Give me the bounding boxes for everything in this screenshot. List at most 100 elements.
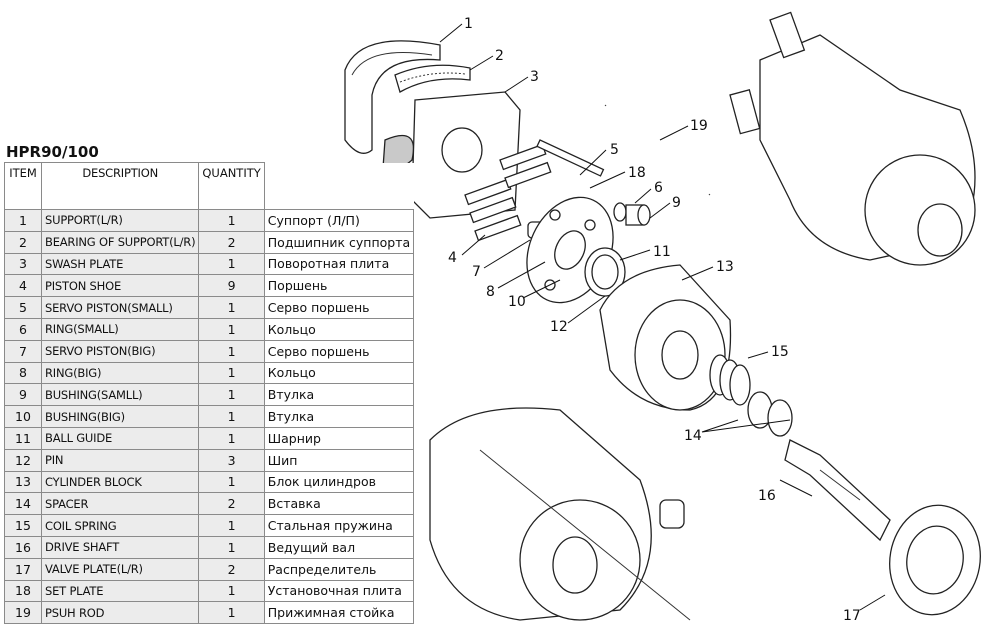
cell-description: BUSHING(SAMLL) — [40, 383, 200, 407]
cell-quantity: 1 — [198, 361, 265, 385]
callout-16: 16 — [758, 488, 776, 504]
callouts: 1 2 3 4 5 6 7 8 9 10 11 12 13 14 15 16 1… — [448, 16, 861, 624]
callout-19: 19 — [690, 118, 708, 134]
callout-2: 2 — [495, 48, 504, 64]
callout-3: 3 — [530, 69, 539, 85]
cell-description: BEARING OF SUPPORT(L/R) — [40, 230, 200, 254]
cell-russian-name: Стальная пружина — [263, 514, 415, 537]
callout-7: 7 — [472, 264, 481, 280]
cell-description: SPACER — [40, 492, 200, 516]
cell-item: 14 — [4, 492, 42, 516]
callout-10: 10 — [508, 294, 526, 310]
cell-quantity: 1 — [198, 514, 265, 537]
piston-shoes-part — [464, 143, 552, 242]
assembled-pump-bottom — [429, 407, 691, 621]
callout-11: 11 — [653, 244, 671, 260]
cell-item: 8 — [4, 361, 42, 385]
cell-description: SWASH PLATE — [40, 252, 200, 276]
cell-item: 9 — [4, 383, 42, 407]
cell-description: BUSHING(BIG) — [40, 405, 200, 428]
cell-russian-name: Кольцо — [263, 317, 415, 341]
assembled-pump-top — [729, 11, 976, 266]
callout-8: 8 — [486, 284, 495, 300]
cell-description: PSUH ROD — [40, 601, 200, 625]
cell-item: 15 — [4, 514, 42, 537]
leader-lines — [439, 23, 886, 611]
cell-description: PISTON SHOE — [40, 274, 200, 298]
header-item: ITEM — [4, 162, 42, 210]
header-description: DESCRIPTION — [40, 162, 200, 210]
cell-item: 7 — [4, 339, 42, 363]
cell-quantity: 1 — [198, 209, 265, 232]
cell-russian-name: Установочная плита — [263, 579, 415, 603]
cell-item: 4 — [4, 274, 42, 298]
cell-item: 13 — [4, 470, 42, 494]
callout-6: 6 — [654, 180, 663, 196]
cell-item: 16 — [4, 535, 42, 559]
cell-russian-name: Распределитель — [263, 557, 415, 581]
cell-item: 3 — [4, 252, 42, 276]
cell-russian-name: Поворотная плита — [263, 252, 415, 276]
ball-guide-part — [584, 247, 626, 297]
cell-quantity: 1 — [198, 426, 265, 450]
cell-description: DRIVE SHAFT — [40, 535, 200, 559]
callout-4: 4 — [448, 250, 457, 266]
callout-1: 1 — [464, 16, 473, 32]
cell-russian-name: Суппорт (Л/П) — [263, 209, 415, 232]
cell-quantity: 1 — [198, 470, 265, 494]
cell-quantity: 1 — [198, 405, 265, 428]
cell-description: SERVO PISTON(BIG) — [40, 339, 200, 363]
cell-item: 11 — [4, 426, 42, 450]
callout-14: 14 — [684, 428, 702, 444]
callout-5: 5 — [610, 142, 619, 158]
cell-russian-name: Прижимная стойка — [263, 601, 415, 625]
cell-description: SUPPORT(L/R) — [40, 209, 200, 232]
cell-description: RING(BIG) — [40, 361, 200, 385]
cell-russian-name: Поршень — [263, 274, 415, 298]
cell-item: 10 — [4, 405, 42, 428]
cell-quantity: 2 — [198, 557, 265, 581]
cell-quantity: 3 — [198, 448, 265, 472]
cell-description: SET PLATE — [40, 579, 200, 603]
cylinder-block-part — [599, 264, 732, 411]
cell-russian-name: Серво поршень — [263, 296, 415, 319]
rings-part — [613, 202, 651, 226]
push-rod-part — [604, 104, 711, 196]
cell-item: 19 — [4, 601, 42, 625]
callout-12: 12 — [550, 319, 568, 335]
cell-russian-name: Серво поршень — [263, 339, 415, 363]
cell-item: 5 — [4, 296, 42, 319]
callout-9: 9 — [672, 195, 681, 211]
cell-description: SERVO PISTON(SMALL) — [40, 296, 200, 319]
cell-quantity: 1 — [198, 252, 265, 276]
callout-18: 18 — [628, 165, 646, 181]
cell-quantity: 1 — [198, 579, 265, 603]
cell-russian-name: Шип — [263, 448, 415, 472]
table-header-row: ITEM DESCRIPTION QUANTITY — [4, 162, 414, 210]
cell-quantity: 1 — [198, 339, 265, 363]
cell-russian-name: Шарнир — [263, 426, 415, 450]
cell-item: 17 — [4, 557, 42, 581]
cell-quantity: 9 — [198, 274, 265, 298]
cell-russian-name: Вставка — [263, 492, 415, 516]
cell-item: 6 — [4, 317, 42, 341]
